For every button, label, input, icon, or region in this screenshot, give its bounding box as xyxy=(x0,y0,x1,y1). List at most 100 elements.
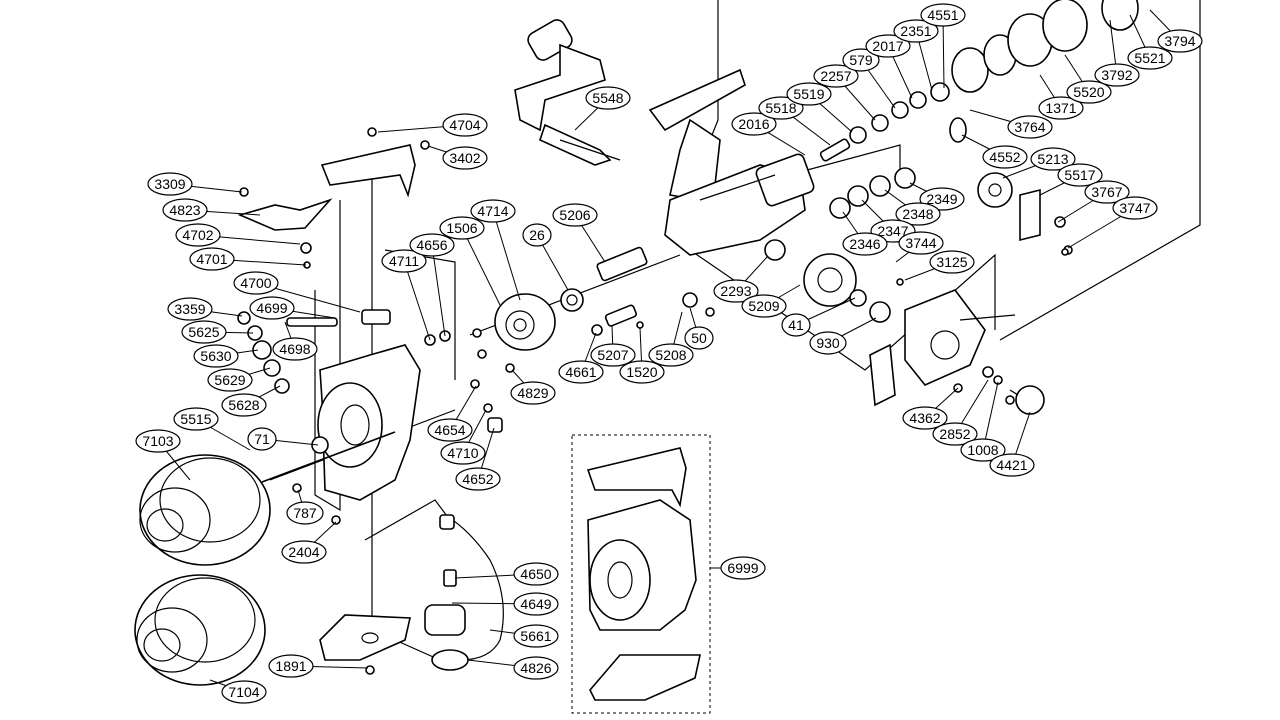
callout-6999: 6999 xyxy=(710,556,766,580)
label-bubble xyxy=(713,279,759,303)
callout-5518: 5518 xyxy=(758,96,831,146)
callout-2016: 2016 xyxy=(731,112,806,156)
label-bubble xyxy=(552,203,598,227)
part-number-label: 5628 xyxy=(228,397,259,413)
label-bubble xyxy=(207,368,253,392)
label-bubble xyxy=(470,199,516,223)
part-number-label: 3747 xyxy=(1119,200,1150,216)
label-bubble xyxy=(865,34,911,58)
part-number-label: 3794 xyxy=(1164,33,1195,49)
rotor-part xyxy=(494,293,556,351)
bail-wire-part xyxy=(424,514,504,671)
part-number-label: 71 xyxy=(254,431,270,447)
part-number-label: 4711 xyxy=(389,253,419,269)
callout-5548: 5548 xyxy=(574,86,631,131)
label-bubble xyxy=(440,441,486,465)
part-number-label: 4699 xyxy=(256,300,287,316)
part-number-label: 4656 xyxy=(416,237,447,253)
label-bubble xyxy=(272,337,318,361)
label-bubble xyxy=(842,232,888,256)
callout-2348: 2348 xyxy=(884,189,941,226)
label-bubble xyxy=(1066,80,1112,104)
part-number-label: 26 xyxy=(529,227,545,243)
assembly-inset-part xyxy=(571,434,726,714)
label-bubble xyxy=(585,86,631,110)
callout-3794: 3794 xyxy=(1149,9,1203,53)
part-number-label: 4661 xyxy=(565,364,596,380)
callout-4699: 4699 xyxy=(249,296,336,320)
part-number-label: 4654 xyxy=(434,422,465,438)
part-number-label: 2404 xyxy=(288,544,319,560)
part-number-label: 4698 xyxy=(279,341,310,357)
part-number-label: 4421 xyxy=(996,457,1027,473)
part-number-label: 5207 xyxy=(597,347,628,363)
part-number-label: 4649 xyxy=(520,596,551,612)
callout-4652: 4652 xyxy=(455,427,501,491)
part-number-label: 4551 xyxy=(927,7,958,23)
bracket-line-gear xyxy=(769,144,901,181)
callout-5629: 5629 xyxy=(207,367,271,392)
bail-arm-part xyxy=(237,144,421,501)
side-cover-part xyxy=(869,289,1045,415)
part-number-label: 5518 xyxy=(765,100,796,116)
label-bubble xyxy=(786,82,832,106)
leader-line xyxy=(431,244,446,337)
main-shaft-part xyxy=(261,431,396,483)
part-number-label: 2293 xyxy=(720,283,751,299)
part-number-label: 3402 xyxy=(449,150,480,166)
label-bubble xyxy=(920,3,966,27)
callout-5661: 5661 xyxy=(489,624,559,648)
drag-stack-part xyxy=(819,0,1139,162)
callout-layer: 4704340233094823470247014700469946983359… xyxy=(135,3,1203,704)
callout-3767: 3767 xyxy=(1057,180,1130,223)
callout-71: 71 xyxy=(247,427,319,451)
part-number-label: 41 xyxy=(788,317,804,333)
label-bubble xyxy=(1094,63,1140,87)
bracket-line-right xyxy=(999,0,1201,341)
callout-4362: 4362 xyxy=(902,387,959,430)
callout-1520: 1520 xyxy=(619,327,665,384)
part-number-label: 5519 xyxy=(793,86,824,102)
callout-4654: 4654 xyxy=(427,385,477,442)
part-number-label: 2257 xyxy=(820,68,851,84)
label-bubble xyxy=(221,680,267,704)
label-bubble xyxy=(929,250,975,274)
callout-5519: 5519 xyxy=(786,82,853,133)
part-number-label: 5517 xyxy=(1064,167,1095,183)
label-bubble xyxy=(286,501,324,525)
callout-5207: 5207 xyxy=(590,324,636,367)
label-bubble xyxy=(1127,46,1173,70)
label-bubble xyxy=(510,381,556,405)
part-number-label: 7104 xyxy=(228,684,259,700)
callout-579: 579 xyxy=(842,48,896,109)
part-number-label: 4652 xyxy=(462,471,493,487)
part-number-label: 3309 xyxy=(154,176,185,192)
part-number-label: 4650 xyxy=(520,566,551,582)
part-number-label: 3359 xyxy=(174,301,205,317)
callout-4551: 4551 xyxy=(920,3,966,89)
label-bubble xyxy=(842,48,880,72)
callout-5521: 5521 xyxy=(1127,14,1173,70)
part-number-label: 4704 xyxy=(449,117,480,133)
label-bubble xyxy=(1112,196,1158,220)
spool-upper-part xyxy=(139,454,271,566)
part-number-label: 1891 xyxy=(275,658,306,674)
callout-5625: 5625 xyxy=(181,320,254,344)
leader-line xyxy=(403,260,431,341)
callout-4829: 4829 xyxy=(510,369,556,405)
callout-4701: 4701 xyxy=(189,247,307,271)
part-number-label: 4829 xyxy=(517,385,548,401)
callout-4650: 4650 xyxy=(454,562,559,586)
label-bubble xyxy=(167,297,213,321)
part-number-label: 3767 xyxy=(1091,184,1122,200)
callout-26: 26 xyxy=(522,223,569,291)
part-number-label: 5548 xyxy=(592,90,623,106)
part-number-label: 3744 xyxy=(905,235,936,251)
part-number-label: 5209 xyxy=(748,298,779,314)
label-bubble xyxy=(720,556,766,580)
label-bubble xyxy=(809,331,847,355)
part-number-label: 7103 xyxy=(142,433,173,449)
part-number-label: 3764 xyxy=(1014,119,1045,135)
label-bubble xyxy=(1007,115,1053,139)
callout-3792: 3792 xyxy=(1094,19,1140,87)
